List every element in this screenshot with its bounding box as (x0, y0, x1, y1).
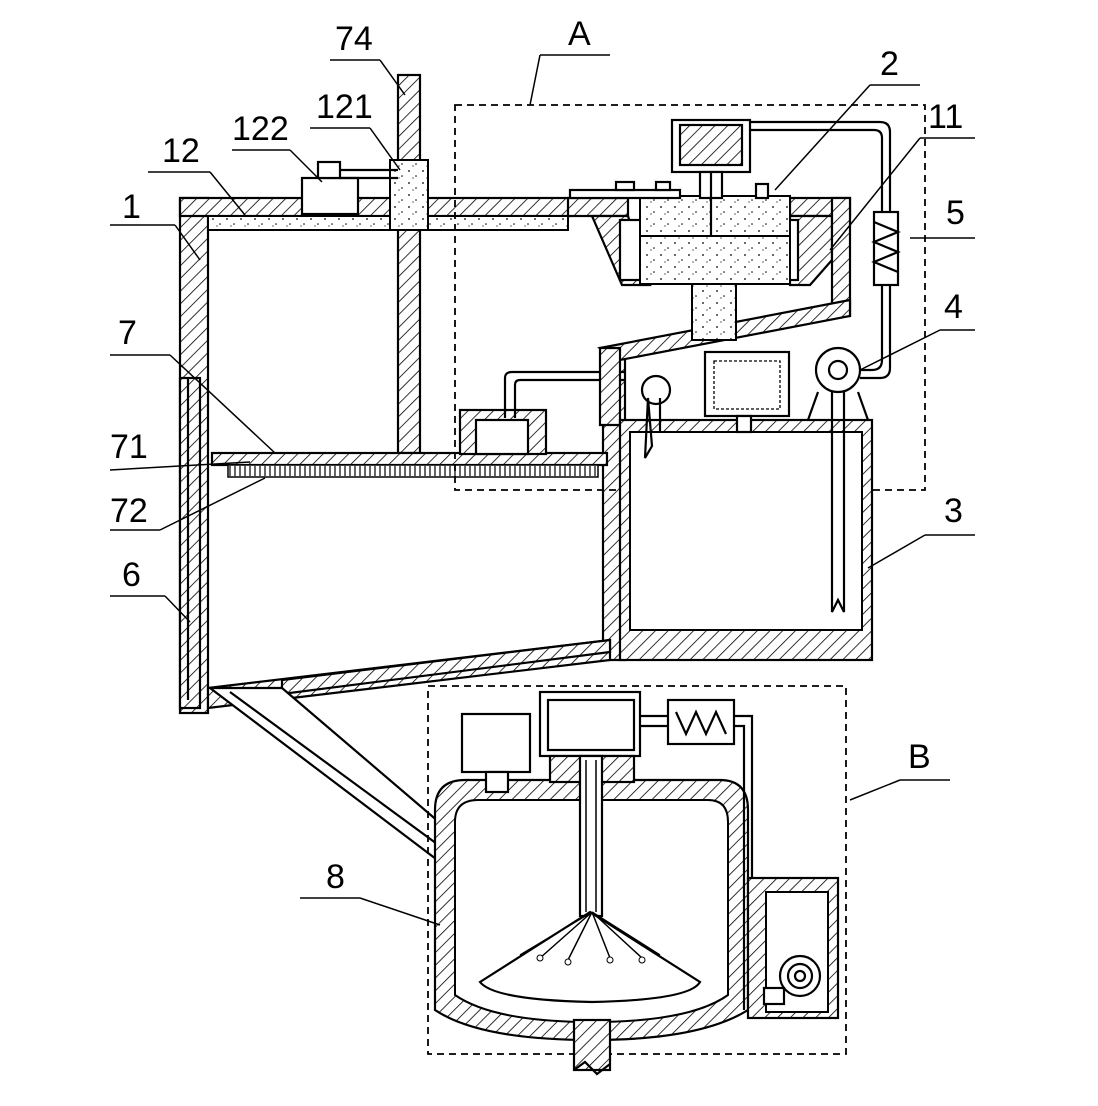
label-6: 6 (122, 556, 141, 594)
return-pipe (178, 376, 202, 710)
water-tank (618, 350, 874, 662)
label-74: 74 (335, 20, 373, 58)
sedimentation-housing (566, 118, 852, 427)
detail-frame-a (454, 104, 926, 491)
label-a: A (568, 15, 591, 53)
label-4: 4 (944, 288, 963, 326)
leader-lines (109, 54, 975, 926)
label-8: 8 (326, 858, 345, 896)
label-11: 11 (928, 98, 963, 136)
small-pump (458, 370, 625, 456)
label-122: 122 (232, 110, 289, 148)
settling-tank (433, 690, 840, 1076)
label-121: 121 (316, 88, 373, 126)
chute (206, 686, 462, 864)
label-5: 5 (946, 194, 965, 232)
lid-motor (300, 160, 398, 216)
circulation-pump (806, 346, 870, 421)
label-71: 71 (110, 428, 148, 466)
steam-pipe (750, 120, 901, 380)
label-7: 7 (118, 314, 137, 352)
lifting-rod (389, 73, 429, 455)
label-3: 3 (944, 492, 963, 530)
label-1: 1 (122, 188, 141, 226)
label-2: 2 (880, 45, 899, 83)
filter-plate (210, 451, 609, 478)
label-72: 72 (110, 492, 148, 530)
label-12: 12 (162, 132, 200, 170)
detail-frame-b (427, 685, 847, 1055)
label-b: B (908, 738, 931, 776)
